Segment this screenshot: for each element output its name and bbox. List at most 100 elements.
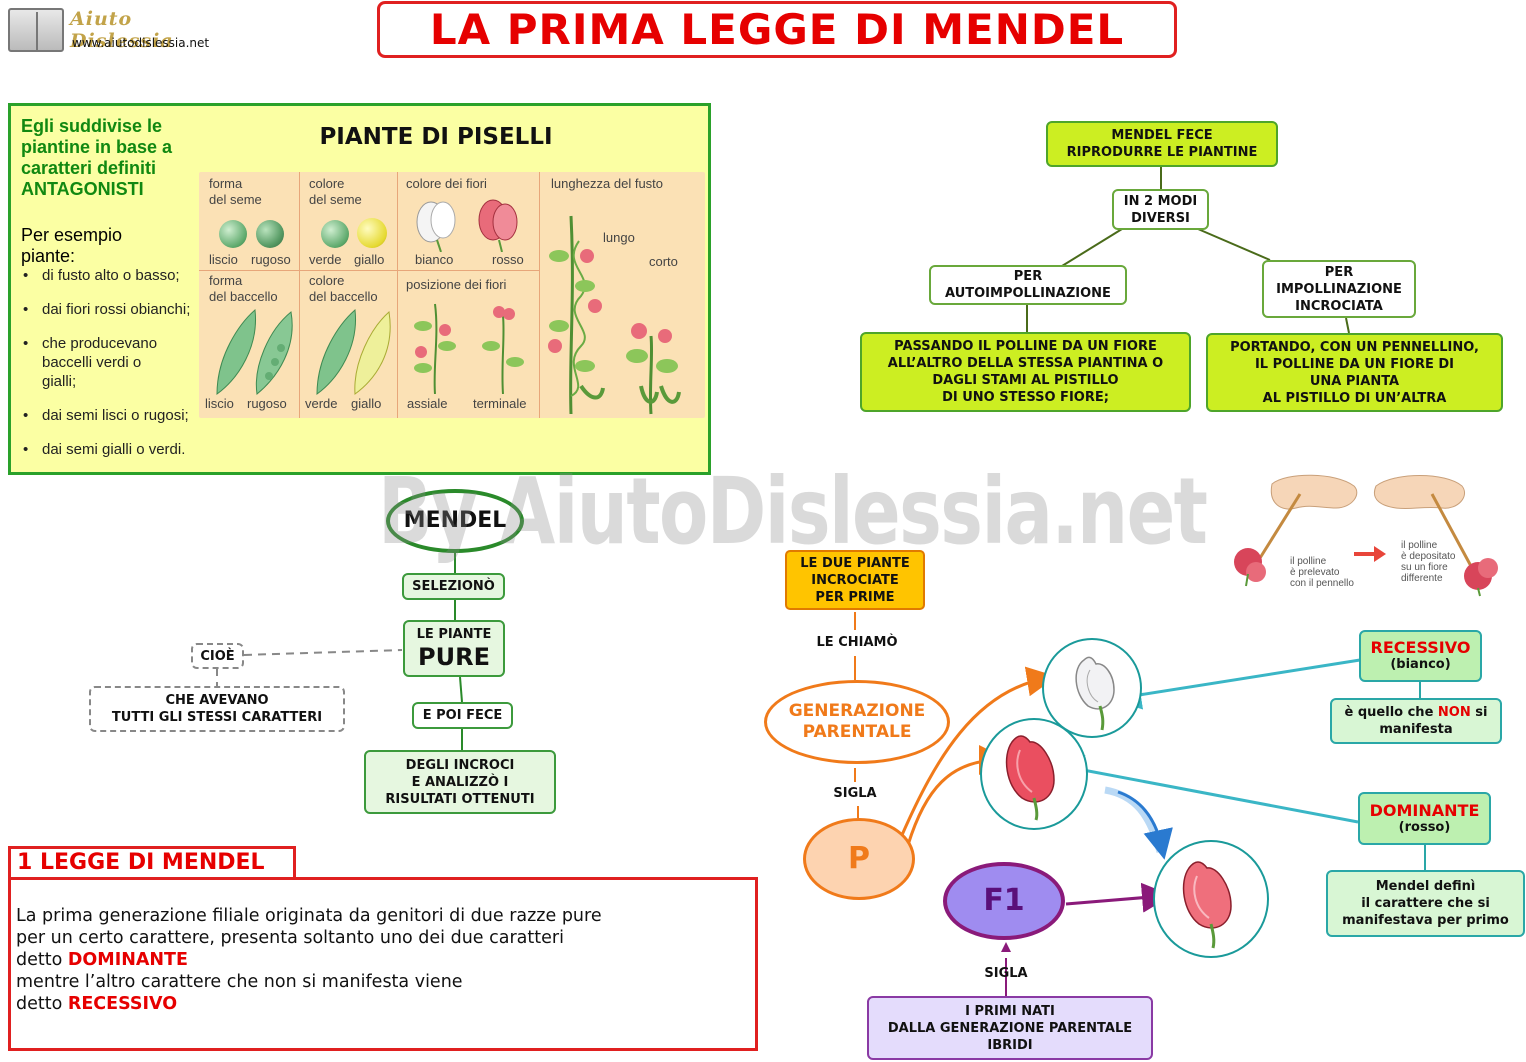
sigla-f1-label: SIGLA bbox=[984, 966, 1028, 981]
law-text: La prima generazione filiale originata d… bbox=[16, 905, 746, 1015]
node-line: Mendel definì bbox=[1375, 879, 1476, 894]
wrinkled-seed-icon bbox=[256, 220, 284, 248]
node-line: AUTOIMPOLLINAZIONE bbox=[945, 286, 1111, 301]
node-line: UNA PIANTA bbox=[1309, 373, 1400, 389]
incroci-node: DEGLI INCROCI E ANALIZZÒ I RISULTATI OTT… bbox=[364, 750, 556, 814]
verde-label: verde bbox=[309, 252, 342, 267]
node-line: I PRIMI NATI bbox=[965, 1003, 1055, 1019]
sigla-label: SIGLA bbox=[833, 786, 877, 801]
list-item: dai fiori rossi obianchi; bbox=[23, 300, 213, 319]
node-line: INCROCIATA bbox=[1295, 298, 1383, 314]
primi-nati-node: I PRIMI NATI DALLA GENERAZIONE PARENTALE… bbox=[867, 996, 1153, 1060]
node-line: E ANALIZZÒ I bbox=[411, 774, 509, 790]
law-detto: detto bbox=[16, 950, 68, 970]
posizione-fiori-label: posizione dei fiori bbox=[406, 277, 507, 292]
node-line: è quello che NON si bbox=[1345, 704, 1488, 721]
label-line: colore bbox=[309, 273, 345, 288]
node-line: PASSANDO IL POLLINE DA UN FIORE bbox=[894, 339, 1157, 354]
rosso-label: (rosso) bbox=[1398, 819, 1451, 835]
mendel-defini-node: Mendel definì il carattere che si manife… bbox=[1326, 870, 1525, 937]
node-line: PARENTALE bbox=[802, 722, 912, 742]
node-line: MENDEL FECE bbox=[1111, 128, 1213, 143]
list-item: dai semi lisci o rugosi; bbox=[23, 406, 213, 425]
node-line: RIPRODURRE LE PIANTINE bbox=[1066, 145, 1258, 160]
green-seed-icon bbox=[321, 220, 349, 248]
white-flower-icon bbox=[1075, 656, 1115, 731]
recessivo-term: RECESSIVO bbox=[67, 994, 178, 1014]
node-line: PER PRIME bbox=[815, 589, 895, 605]
lungo-label: lungo bbox=[603, 230, 635, 245]
label-line: con il pennello bbox=[1290, 578, 1354, 589]
law-detto: detto bbox=[16, 994, 68, 1014]
law-line: detto DOMINANTE bbox=[16, 949, 746, 971]
bianco-label: (bianco) bbox=[1390, 657, 1451, 672]
bianco-label: bianco bbox=[415, 252, 454, 267]
dominante-node: DOMINANTE (rosso) bbox=[1358, 792, 1491, 845]
label-line: è prelevato bbox=[1290, 567, 1340, 578]
chiamo-label: LE CHIAMÒ bbox=[816, 635, 898, 650]
node-line: GENERAZIONE bbox=[788, 701, 926, 721]
law-line: per un certo carattere, presenta soltant… bbox=[16, 928, 564, 948]
due-piante-node: LE DUE PIANTE INCROCIATE PER PRIME bbox=[785, 550, 925, 610]
assiale-label: assiale bbox=[407, 396, 448, 411]
node-line: DAGLI STAMI AL PISTILLO bbox=[932, 373, 1119, 388]
pollination-hands-illustration bbox=[1234, 474, 1498, 597]
node-line: IMPOLLINAZIONE bbox=[1276, 281, 1402, 297]
p-node: P bbox=[803, 818, 915, 900]
due-modi-node: IN 2 MODI DIVERSI bbox=[1112, 189, 1209, 230]
rugoso-label: rugoso bbox=[251, 252, 291, 267]
dominante-label: DOMINANTE bbox=[1369, 800, 1480, 820]
logo-url: www.aiutodislessia.net bbox=[72, 36, 210, 50]
non-manifesta-node: è quello che NON si manifesta bbox=[1330, 698, 1502, 744]
white-flower-ring bbox=[1042, 638, 1142, 738]
law-line: La prima generazione filiale originata d… bbox=[16, 906, 602, 926]
node-line: DI UNO STESSO FIORE; bbox=[942, 390, 1109, 405]
panel-example-line: piante: bbox=[21, 246, 76, 266]
label-line: colore bbox=[309, 176, 345, 191]
logo: Aiuto Dislessia www.aiutodislessia.net bbox=[8, 6, 218, 56]
node-line: CHE AVEVANO bbox=[165, 693, 269, 708]
trait-list: di fusto alto o basso; dai fiori rossi o… bbox=[23, 266, 213, 474]
page-title: LA PRIMA LEGGE DI MENDEL bbox=[377, 1, 1177, 58]
red-flower-ring bbox=[980, 718, 1088, 830]
portando-node: PORTANDO, CON UN PENNELLINO, IL POLLINE … bbox=[1206, 333, 1503, 412]
recessivo-label: RECESSIVO bbox=[1370, 638, 1471, 657]
node-line: IN 2 MODI bbox=[1123, 193, 1198, 209]
node-line: DEGLI INCROCI bbox=[405, 757, 515, 773]
pea-pod-color-icon bbox=[316, 308, 391, 395]
hand-left-label: il polline è prelevato con il pennello bbox=[1290, 556, 1354, 589]
f1-flower-ring bbox=[1153, 840, 1269, 958]
red-flower-icon bbox=[1005, 735, 1055, 821]
panel-intro-line: caratteri definiti bbox=[21, 158, 157, 178]
node-line: DALLA GENERAZIONE PARENTALE bbox=[887, 1020, 1133, 1036]
label-line: del seme bbox=[209, 192, 262, 207]
poi-fece-node: E POI FECE bbox=[412, 702, 513, 729]
hand-right-label: il polline è depositato su un fiore diff… bbox=[1401, 540, 1456, 584]
list-item: che producevano baccelli verdi o gialli; bbox=[23, 334, 173, 391]
text-part: è quello che bbox=[1344, 705, 1438, 720]
piante-pure-node: LE PIANTE PURE bbox=[403, 620, 505, 677]
pure-label: PURE bbox=[418, 643, 490, 671]
node-line: AL PISTILLO DI UN’ALTRA bbox=[1262, 390, 1447, 406]
liscio-label: liscio bbox=[209, 252, 238, 267]
tall-short-plant-icon bbox=[548, 215, 681, 415]
node-line: INCROCIATE bbox=[811, 572, 899, 588]
label-line: il polline bbox=[1290, 556, 1327, 567]
red-flower-icon bbox=[1182, 861, 1232, 949]
piselli-title: PIANTE DI PISELLI bbox=[319, 124, 553, 150]
yellow-seed-icon bbox=[357, 218, 387, 248]
node-line: ALL’ALTRO DELLA STESSA PIANTINA O bbox=[887, 356, 1164, 371]
node-line: manifestava per primo bbox=[1342, 913, 1509, 928]
flower-position-icon bbox=[414, 303, 524, 394]
node-line: il carattere che si bbox=[1361, 896, 1490, 911]
watermark: By AiutoDislessia.net bbox=[378, 458, 1208, 565]
list-item: di fusto alto o basso; bbox=[23, 266, 213, 285]
panel-intro-line: Egli suddivise le bbox=[21, 116, 163, 136]
lunghezza-fusto-label: lunghezza del fusto bbox=[551, 176, 664, 191]
cioè-node: CIOÈ bbox=[191, 643, 244, 669]
passando-node: PASSANDO IL POLLINE DA UN FIORE ALL’ALTR… bbox=[860, 332, 1191, 412]
